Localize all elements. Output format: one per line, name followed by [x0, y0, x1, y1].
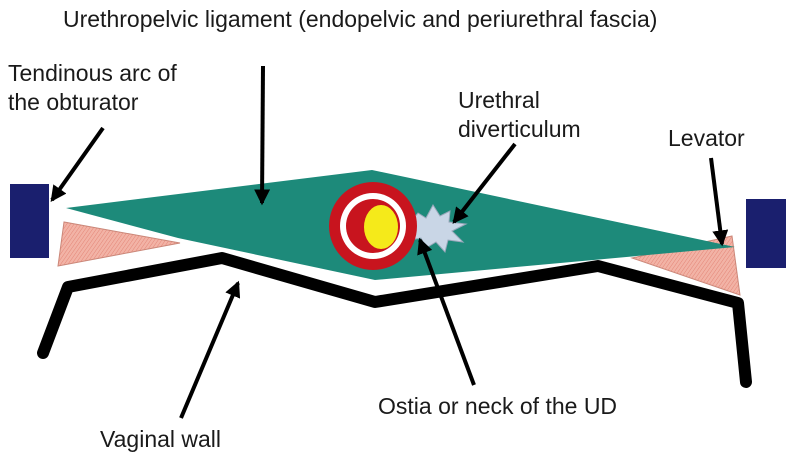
vaginal-wall	[37, 252, 752, 388]
label-urethral-diverticulum: Urethral diverticulum	[458, 86, 581, 144]
label-tendinous-arc-line-1: Tendinous arc of	[8, 60, 177, 86]
arrow-tendinous-arc	[50, 126, 105, 202]
obturator-arc-block-left	[10, 184, 49, 258]
levator-muscle-left-hatch	[58, 222, 180, 266]
label-levator: Levator	[668, 125, 745, 151]
levator-muscle-right-hatch	[632, 236, 740, 295]
label-urethral-diverticulum-line-2: diverticulum	[458, 115, 581, 142]
label-tendinous-arc: Tendinous arc of the obturator	[8, 59, 177, 117]
arrow-levator	[709, 157, 729, 247]
levator-block-right	[746, 199, 786, 268]
arrow-ostia	[417, 237, 476, 386]
arrow-vaginal-wall	[179, 280, 241, 419]
label-tendinous-arc-line-2: the obturator	[8, 88, 139, 115]
label-urethral-diverticulum-line-1: Urethral	[458, 87, 540, 113]
arrow-urethropelvic-ligament	[254, 65, 271, 206]
label-ostia: Ostia or neck of the UD	[378, 393, 618, 419]
label-urethropelvic-ligament: Urethropelvic ligament (endopelvic and p…	[63, 6, 658, 32]
arrow-urethral-diverticulum	[452, 142, 517, 224]
urethra-lumen	[364, 205, 398, 249]
label-vaginal-wall: Vaginal wall	[100, 426, 222, 452]
